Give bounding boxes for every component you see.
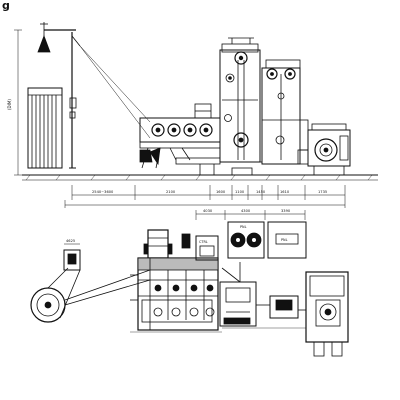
drawing-capstan-icon [151,123,213,137]
annealer-panel-2-label: PNL [281,238,288,242]
h-dim-1: 2540~3600 [92,190,114,194]
h-dim-2: 2100 [166,190,176,194]
plan-dim-1: 4030 [203,209,213,213]
vertical-dim-label: (DIM) [7,99,12,110]
payoff-stand [43,29,81,169]
annealer-panel-1-label: PNL [240,225,247,229]
annealer-plan [219,262,257,327]
drawing-machine-plan [130,233,219,331]
lamp-icon [37,22,51,53]
horizontal-dimension-chain [64,185,346,208]
control-box [195,235,219,261]
elevation-view: (DIM) [7,22,378,208]
annealer-panel-2 [267,221,307,259]
wire-cage [27,87,63,169]
floor-line [22,174,378,181]
h-dim-6: 1610 [280,190,290,194]
takeup-pulley-icon [266,68,296,145]
annealer-tower [219,37,262,176]
takeup-plan [256,295,299,319]
main-motor [143,229,173,259]
plan-baseline [130,327,306,333]
wire-path [79,45,151,139]
vertical-dimension [14,29,22,176]
payoff-bracket [63,243,81,271]
h-dim-4: 1100 [235,190,245,194]
h-dim-3: 1600 [216,190,226,194]
spooler-plan [298,271,349,357]
payoff-reel-plan [30,267,151,323]
spool-icon [314,138,338,162]
spooler [307,123,351,176]
drawing-title: g [2,0,10,12]
plan-left-dim: 4625 [66,239,75,243]
drawing-machine [139,103,221,175]
plan-dim-2: 4300 [241,209,251,213]
h-dim-5: 1450 [256,190,266,194]
takeup-tower [261,59,309,165]
plan-top-dimension [195,210,306,220]
plan-dim-3: 3390 [281,209,291,213]
annealer-panel-1 [227,221,265,259]
control-box-label: CTRL [199,240,208,244]
plan-view: 4030 4300 3390 4625 [30,209,349,357]
annealer-sheave-icon [224,51,249,148]
h-dim-7: 1735 [318,190,327,194]
capstan-plan-icon [153,284,215,317]
